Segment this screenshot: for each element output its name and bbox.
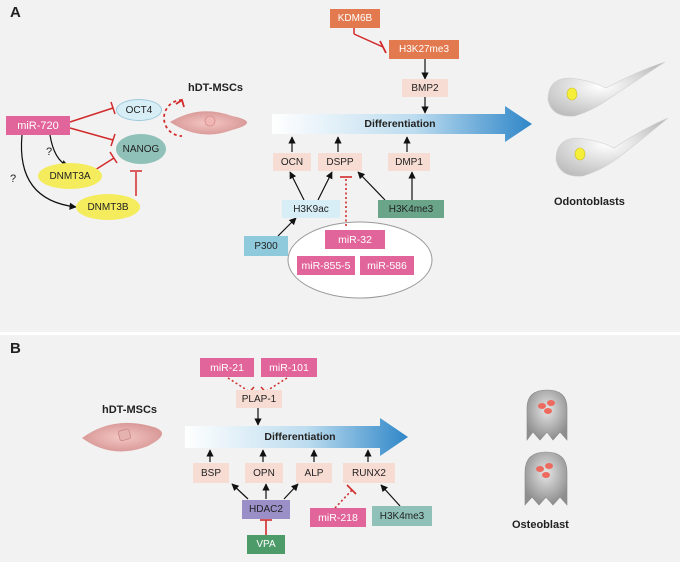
mir720-box: miR-720 bbox=[6, 116, 70, 135]
differentiation-label-a: Differentiation bbox=[364, 118, 436, 130]
mir21-box: miR-21 bbox=[200, 358, 254, 377]
kdm6b-box: KDM6B bbox=[330, 9, 380, 28]
mirna-inhibit-dspp bbox=[340, 176, 352, 226]
odontoblasts-label: Odontoblasts bbox=[554, 196, 625, 208]
question-mark-1: ? bbox=[46, 146, 53, 158]
dmp1-box: DMP1 bbox=[388, 153, 430, 171]
p300-box: P300 bbox=[244, 236, 288, 256]
h3k4me3-box-a: H3K4me3 bbox=[378, 200, 444, 218]
mir101-box: miR-101 bbox=[261, 358, 317, 377]
hdac2-to-bsp-arrow bbox=[231, 483, 249, 500]
nanog-ellipse: NANOG bbox=[116, 134, 166, 164]
question-mark-2: ? bbox=[10, 173, 17, 185]
mir586-box: miR-586 bbox=[360, 256, 414, 275]
msc-label-b: hDT-MSCs bbox=[102, 404, 157, 416]
msc-cell-a bbox=[163, 98, 247, 137]
kdm6b-inhibit-h3k27me3 bbox=[353, 28, 387, 54]
vpa-box: VPA bbox=[247, 535, 285, 554]
dnmt3a-ellipse: DNMT3A bbox=[38, 163, 102, 189]
mir720-to-dnmt3b-arrow bbox=[20, 134, 77, 210]
h3k9ac-box: H3K9ac bbox=[282, 200, 340, 218]
odontoblast-cell-1 bbox=[547, 61, 666, 117]
h3k4me3-to-runx2-arrow bbox=[380, 484, 401, 507]
dnmt3b-ellipse: DNMT3B bbox=[76, 194, 140, 220]
h3k9ac-to-ocn-arrow bbox=[289, 171, 305, 201]
dspp-box: DSPP bbox=[318, 153, 362, 171]
h3k9ac-to-dspp-arrow bbox=[317, 171, 333, 201]
plap1-box: PLAP-1 bbox=[236, 390, 282, 408]
odontoblast-cell-2 bbox=[555, 117, 669, 177]
osteoblast-cell-2 bbox=[524, 451, 568, 506]
differentiation-arrow-b bbox=[185, 418, 408, 456]
panel-a-letter: A bbox=[10, 4, 21, 21]
dnmt3b-inhibit-nanog bbox=[130, 170, 142, 196]
mir218-box: miR-218 bbox=[310, 508, 366, 527]
opn-box: OPN bbox=[245, 463, 283, 483]
h3k4me3-box-b: H3K4me3 bbox=[372, 506, 432, 526]
osteoblast-label: Osteoblast bbox=[512, 519, 569, 531]
ocn-box: OCN bbox=[273, 153, 311, 171]
alp-box: ALP bbox=[296, 463, 332, 483]
differentiation-label-b: Differentiation bbox=[264, 431, 336, 443]
h3k4me3-to-dspp-arrow bbox=[357, 171, 386, 201]
p300-to-h3k9ac-arrow bbox=[277, 217, 297, 237]
hdac2-to-alp-arrow bbox=[283, 483, 299, 500]
msc-label-a: hDT-MSCs bbox=[188, 82, 243, 94]
bmp2-box: BMP2 bbox=[402, 79, 448, 97]
vpa-inhibit-hdac2 bbox=[260, 519, 272, 535]
mir720-edges bbox=[69, 101, 116, 147]
msc-cell-b bbox=[82, 422, 163, 452]
panel-b-letter: B bbox=[10, 340, 21, 357]
mir855-box: miR-855-5 bbox=[297, 256, 355, 275]
mir218-inhibit-runx2 bbox=[334, 484, 357, 509]
oct4-ellipse: OCT4 bbox=[116, 99, 162, 121]
mir720-to-dnmt3a-arrow bbox=[49, 134, 69, 167]
differentiation-arrow-a bbox=[272, 106, 532, 142]
runx2-box: RUNX2 bbox=[343, 463, 395, 483]
osteoblast-cell-1 bbox=[526, 389, 568, 441]
mir32-box: miR-32 bbox=[325, 230, 385, 249]
bsp-box: BSP bbox=[193, 463, 229, 483]
h3k27me3-box: H3K27me3 bbox=[389, 40, 459, 59]
hdac2-box: HDAC2 bbox=[242, 500, 290, 519]
dnmt3a-inhibit-nanog bbox=[94, 151, 118, 171]
